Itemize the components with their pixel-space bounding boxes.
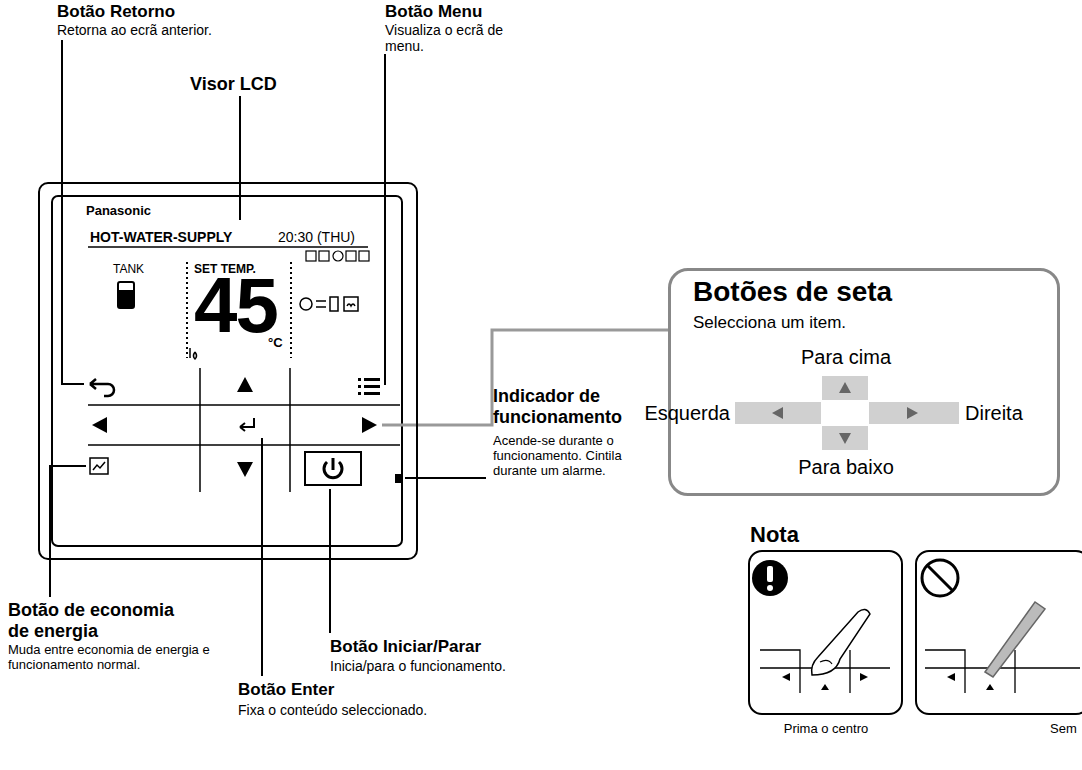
lcd-rule — [88, 246, 368, 248]
callout-description: Visualiza o ecrã de menu. — [385, 22, 525, 54]
callout-description: Muda entre economia de energia e funcion… — [8, 643, 223, 673]
node-text: Panasonic — [86, 204, 151, 219]
node-text: Para baixo — [798, 456, 894, 479]
callout-title: Botão Iniciar/Parar — [330, 637, 481, 657]
note-panel: Prima o centro — [748, 550, 903, 715]
note-panel: Sem — [915, 550, 1082, 715]
callout-title: Botão Enter — [238, 680, 334, 700]
callout-title: Botão de economia de energia — [8, 600, 198, 641]
node-text: 20:30 (THU) — [278, 229, 355, 245]
node-text: TANK — [113, 263, 144, 277]
node-text: Prima o centro — [784, 722, 869, 737]
callout-title: Botão Menu — [385, 2, 482, 22]
callout-description: Fixa o conteúdo seleccionado. — [238, 702, 427, 718]
arrow-cross — [735, 376, 959, 450]
lcd-screen: HOT-WATER-SUPPLY20:30 (THU)TANKSET TEMP.… — [84, 222, 372, 367]
node-text: Para cima — [801, 346, 891, 369]
lcd-dotted-lines — [187, 262, 291, 358]
callout-title: Indicador de funcionamento — [493, 386, 638, 427]
lcd-status-icons — [306, 251, 369, 261]
keypad-symbols — [90, 377, 401, 485]
keypad-grid — [88, 368, 400, 492]
callout-title: Botão Retorno — [57, 2, 175, 22]
node-text: Botões de seta — [693, 276, 892, 308]
node-text: Sem — [1050, 722, 1077, 737]
callout-title: Visor LCD — [190, 74, 277, 95]
node-text: HOT-WATER-SUPPLY — [90, 229, 232, 245]
node-text: Esquerda — [644, 402, 730, 425]
press-center-figure — [752, 560, 890, 693]
callout-description: Retorna ao ecrã anterior. — [57, 22, 212, 38]
node-text: Direita — [965, 402, 1023, 425]
callout-title: Nota — [750, 522, 799, 547]
node-text: °C — [268, 336, 283, 351]
node-text: Selecciona um item. — [693, 313, 846, 333]
housing-frame — [52, 196, 402, 546]
node-text: 45 — [194, 266, 277, 344]
do-not-use-sharp-figure — [922, 560, 1080, 693]
leader-lines — [50, 40, 486, 676]
callout-description: Inicia/para o funcionamento. — [330, 658, 506, 674]
callout-description: Acende-se durante o funcionamento. Cinti… — [493, 434, 663, 479]
arrow-buttons-box: Botões de setaSelecciona um item. Para ci… — [668, 268, 1060, 496]
controller-housing: PanasonicHOT-WATER-SUPPLY 20:30 (THU) TANK… — [38, 182, 418, 560]
tank-icon — [118, 282, 134, 308]
